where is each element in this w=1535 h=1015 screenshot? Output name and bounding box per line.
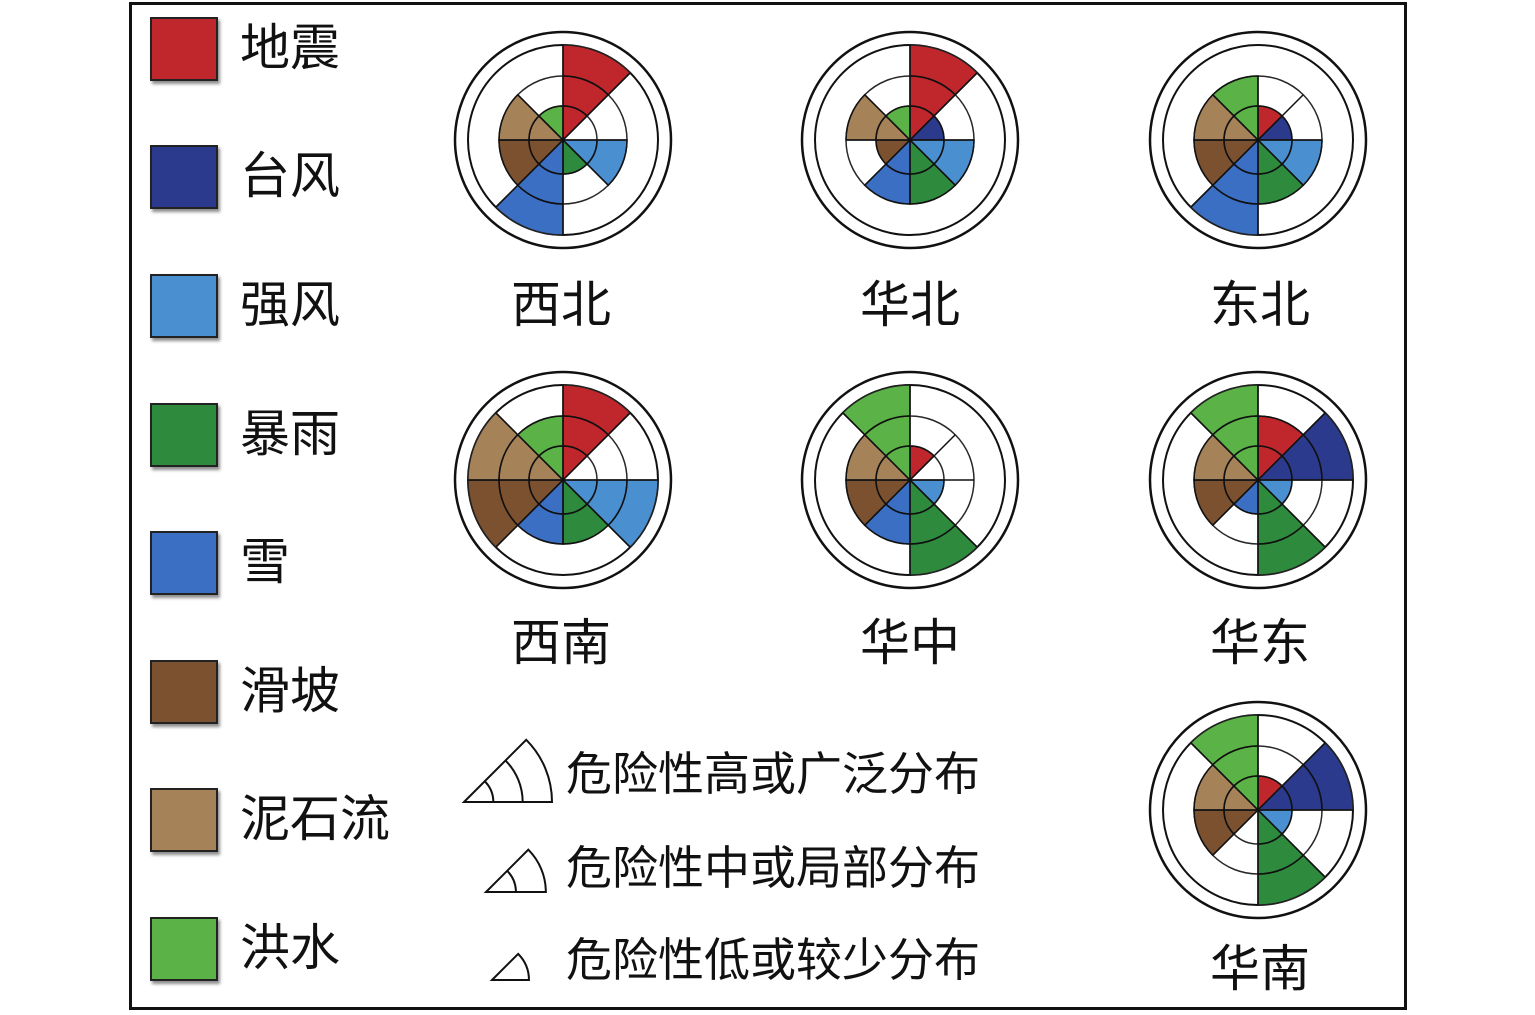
polar-chart-northeast [1148, 30, 1368, 250]
radial-divider [1257, 94, 1304, 141]
radial-divider [495, 139, 564, 208]
legend-swatch-earthquake [150, 17, 218, 81]
radial-divider [1212, 809, 1259, 856]
legend-label-typhoon: 台风 [240, 147, 340, 205]
radial-divider [517, 94, 564, 141]
level-key-label-medium: 危险性中或局部分布 [566, 841, 980, 895]
polar-chart-south [1148, 700, 1368, 920]
radial-divider [1257, 479, 1326, 548]
sector-northwest-snow [494, 138, 564, 236]
level-key-label-high: 危险性高或广泛分布 [566, 747, 980, 801]
figure-frame [129, 2, 1407, 1010]
radial-divider [909, 72, 978, 141]
legend-label-snow: 雪 [240, 533, 290, 591]
sector-northeast-snow [1189, 138, 1259, 236]
sector-northwest-earthquake [562, 44, 632, 142]
radial-divider [495, 412, 564, 481]
sector-north-earthquake [909, 44, 979, 142]
radial-divider [1257, 809, 1326, 878]
radial-divider [1190, 742, 1259, 811]
region-label-central: 华中 [860, 614, 960, 672]
radial-divider [1212, 94, 1259, 141]
radial-divider [495, 479, 564, 548]
sector-southwest-debris-flow [467, 411, 565, 481]
sector-south-rainstorm [1257, 808, 1327, 906]
radial-divider [1257, 742, 1326, 811]
legend-swatch-snow [150, 531, 218, 595]
sector-southwest-landslide [467, 479, 565, 549]
sector-central-flood [841, 384, 911, 482]
radial-divider [864, 139, 911, 186]
sector-central-rainstorm [909, 478, 979, 576]
polar-chart-southwest [453, 370, 673, 590]
region-label-northwest: 西北 [511, 276, 611, 334]
polar-chart-north [800, 30, 1020, 250]
polar-chart-east [1148, 370, 1368, 590]
sector-south-flood [1189, 714, 1259, 812]
sector-south-typhoon [1256, 741, 1354, 811]
level-key-icon-medium [483, 848, 547, 893]
region-label-northeast: 东北 [1210, 276, 1310, 334]
level-key-icon-low [489, 952, 530, 981]
sector-east-typhoon [1256, 411, 1354, 481]
sector-southwest-earthquake [562, 384, 632, 482]
radial-divider [1190, 139, 1259, 208]
polar-chart-central [800, 370, 1020, 590]
level-key-label-low: 危险性低或较少分布 [566, 933, 980, 987]
region-label-east: 华东 [1210, 614, 1310, 672]
level-key-icon-high [461, 738, 554, 803]
polar-chart-northwest [453, 30, 673, 250]
legend-label-earthquake: 地震 [240, 19, 340, 77]
sector-east-rainstorm [1257, 478, 1327, 576]
radial-divider [1257, 412, 1326, 481]
radial-divider [909, 434, 956, 481]
region-label-north: 华北 [860, 276, 960, 334]
radial-divider [909, 479, 978, 548]
radial-divider [562, 139, 609, 186]
legend-label-debris-flow: 泥石流 [240, 790, 390, 848]
radial-divider [562, 412, 631, 481]
legend-swatch-typhoon [150, 145, 218, 209]
radial-divider [1190, 412, 1259, 481]
radial-divider [562, 72, 631, 141]
legend-swatch-debris-flow [150, 788, 218, 852]
radial-divider [842, 412, 911, 481]
radial-divider [864, 479, 911, 526]
radial-divider [562, 479, 631, 548]
legend-label-flood: 洪水 [240, 919, 340, 977]
legend-swatch-rainstorm [150, 403, 218, 467]
legend-swatch-strong-wind [150, 274, 218, 338]
sector-southwest-strong-wind [561, 479, 659, 549]
legend-label-rainstorm: 暴雨 [240, 405, 340, 463]
radial-divider [864, 94, 911, 141]
sector-east-flood [1189, 384, 1259, 482]
radial-divider [909, 139, 956, 186]
legend-label-landslide: 滑坡 [240, 662, 340, 720]
legend-swatch-flood [150, 917, 218, 981]
legend-swatch-landslide [150, 660, 218, 724]
region-label-south: 华南 [1210, 940, 1310, 998]
radial-divider [1257, 139, 1304, 186]
radial-divider [1212, 479, 1259, 526]
region-label-southwest: 西南 [511, 614, 611, 672]
legend-label-strong-wind: 强风 [240, 276, 340, 334]
